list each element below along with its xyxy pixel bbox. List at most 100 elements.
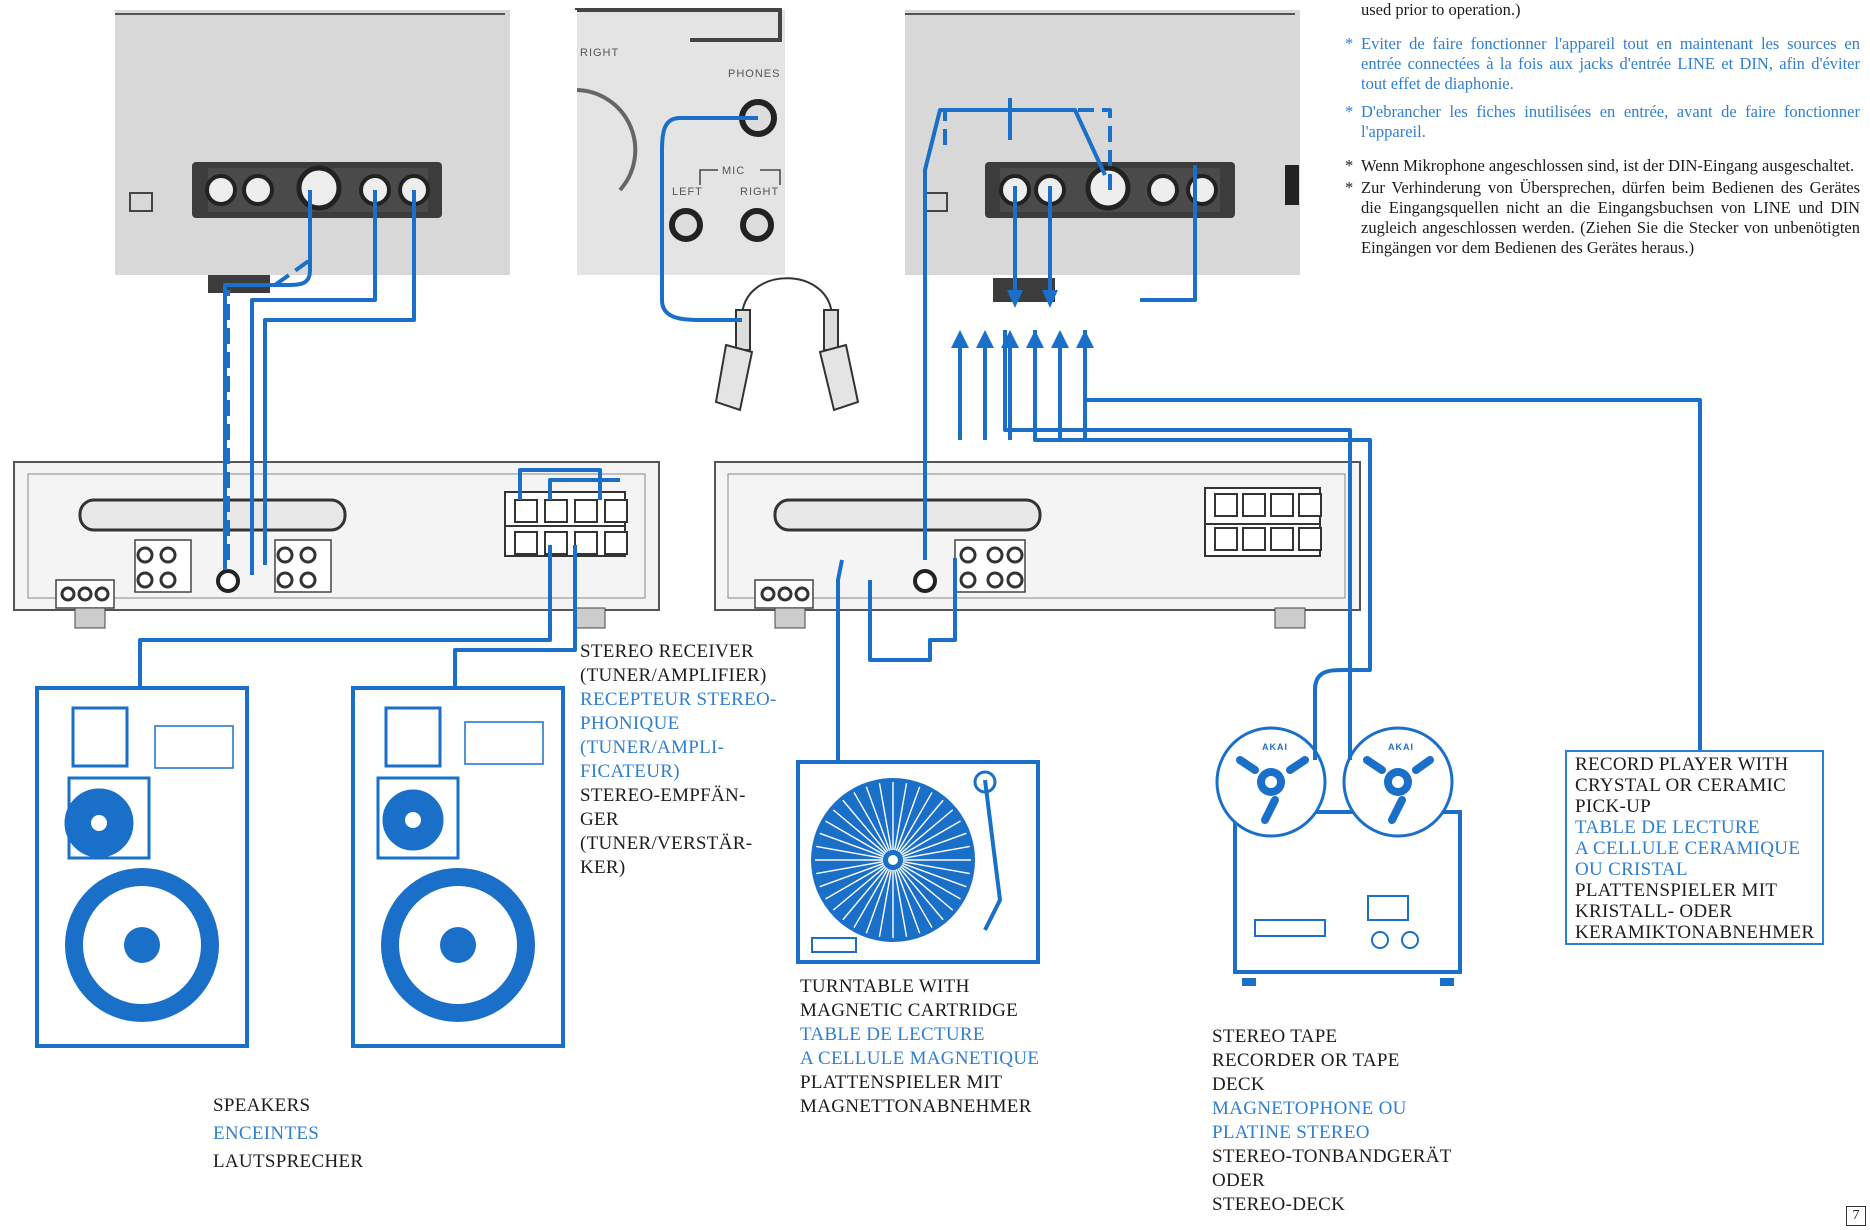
platter-groove <box>898 799 944 853</box>
platter-groove <box>853 868 889 928</box>
platter-groove <box>825 864 885 900</box>
note-de-1: *Wenn Mikrophone angeschlossen sind, ist… <box>1345 156 1855 175</box>
arrow-down-icon <box>1007 290 1023 308</box>
note-fr-1: *Eviter de faire fonctionner l'appareil … <box>1345 34 1860 93</box>
platter-groove <box>902 862 967 888</box>
note-fr-2: *D'ebrancher les fiches inutilisées en e… <box>1345 102 1860 141</box>
rca-jack <box>959 571 977 589</box>
rca-jack <box>136 546 154 564</box>
label-receiver: STEREO RECEIVER (TUNER/AMPLIFIER) RECEPT… <box>580 641 777 878</box>
platter-groove <box>842 867 888 921</box>
platter-groove <box>895 786 921 851</box>
platter-groove <box>825 820 885 856</box>
platter-groove <box>878 783 892 851</box>
speaker-terminal <box>1270 527 1294 551</box>
arrow-up-icon <box>976 330 994 348</box>
rca-jack <box>276 571 294 589</box>
rca-jack <box>276 546 294 564</box>
speaker-terminal <box>544 499 568 523</box>
platter-groove <box>842 799 888 853</box>
panel-label-left: LEFT <box>672 186 703 198</box>
platter-groove <box>902 832 967 858</box>
label-tape-recorder: STEREO TAPE RECORDER OR TAPE DECK MAGNET… <box>1212 1026 1452 1215</box>
cable <box>518 468 602 500</box>
note-top-line: used prior to operation.) <box>1361 0 1521 19</box>
platter-groove <box>901 820 961 856</box>
speaker-left <box>35 686 249 1048</box>
cable <box>836 559 844 762</box>
rca-jack <box>159 571 177 589</box>
platter-groove <box>865 786 891 851</box>
arrow-up-icon <box>1051 330 1069 348</box>
arrow-up-icon <box>1076 330 1094 348</box>
platter-groove <box>900 865 954 911</box>
cable <box>263 190 416 565</box>
platter-groove <box>897 792 933 852</box>
antenna-terminal <box>94 586 110 602</box>
cable <box>453 545 577 690</box>
speaker-terminal <box>604 531 628 555</box>
panel-label-phones: PHONES <box>728 68 781 80</box>
rca-jack <box>1006 546 1024 564</box>
connection-cables <box>138 98 1702 762</box>
platter-groove <box>894 869 908 937</box>
cable <box>548 478 620 500</box>
cable <box>250 190 377 575</box>
cable <box>923 108 1107 560</box>
platter-groove <box>853 792 889 852</box>
arrow-up-icon <box>1001 330 1019 348</box>
speaker-terminal <box>1242 527 1266 551</box>
rca-jack <box>986 571 1004 589</box>
panel-label-right: RIGHT <box>580 47 620 59</box>
cable <box>1033 330 1372 760</box>
cable <box>868 558 957 662</box>
tape-recorder <box>1215 726 1462 986</box>
platter-groove <box>900 809 954 855</box>
receiver-jacks <box>60 493 1322 602</box>
headphone-panel-closeup <box>565 8 785 275</box>
reel-brand-right: AKAI <box>1388 742 1414 752</box>
rca-jack <box>1006 571 1024 589</box>
panel-label-mic: MIC <box>722 165 746 177</box>
speaker-terminal <box>1298 493 1322 517</box>
rear-panel-closeup-right <box>905 10 1300 302</box>
rca-jack <box>299 546 317 564</box>
platter-groove <box>894 783 908 851</box>
antenna-terminal <box>794 586 810 602</box>
cable <box>223 190 312 570</box>
speaker-terminal <box>1214 527 1238 551</box>
speaker-terminal <box>514 499 538 523</box>
arrow-up-icon <box>951 330 969 348</box>
platter-groove <box>832 809 886 855</box>
din-socket <box>913 569 937 593</box>
platter-groove <box>865 869 891 934</box>
rca-jack <box>299 571 317 589</box>
platter-groove <box>897 868 933 928</box>
label-record-player: RECORD PLAYER WITH CRYSTAL OR CERAMIC PI… <box>1565 750 1825 945</box>
note-de-2: *Zur Verhinderung von Übersprechen, dürf… <box>1345 178 1860 257</box>
speaker-terminal <box>574 531 598 555</box>
notes-block: used prior to operation.) *Eviter de fai… <box>1345 0 1860 266</box>
speaker-terminal <box>604 499 628 523</box>
speaker-terminal <box>574 499 598 523</box>
speaker-right <box>351 686 565 1048</box>
platter-groove <box>901 864 961 900</box>
speaker-terminal <box>514 531 538 555</box>
speaker-terminal <box>1298 527 1322 551</box>
label-turntable: TURNTABLE WITH MAGNETIC CARTRIDGE TABLE … <box>800 976 1040 1117</box>
platter-groove <box>832 865 886 911</box>
antenna-terminal <box>777 586 793 602</box>
input-arrows <box>951 290 1094 440</box>
platter-groove <box>902 845 970 859</box>
speaker-terminal <box>1270 493 1294 517</box>
platter-groove <box>819 832 884 858</box>
platter-groove <box>816 845 884 859</box>
speaker-terminal <box>1242 493 1266 517</box>
cable <box>1140 165 1197 302</box>
reel-brand-left: AKAI <box>1262 742 1288 752</box>
label-speakers: SPEAKERS ENCEINTES LAUTSPRECHER <box>213 1095 364 1172</box>
speaker-terminal <box>1214 493 1238 517</box>
page-number: 7 <box>1846 1206 1866 1226</box>
rca-jack <box>959 546 977 564</box>
